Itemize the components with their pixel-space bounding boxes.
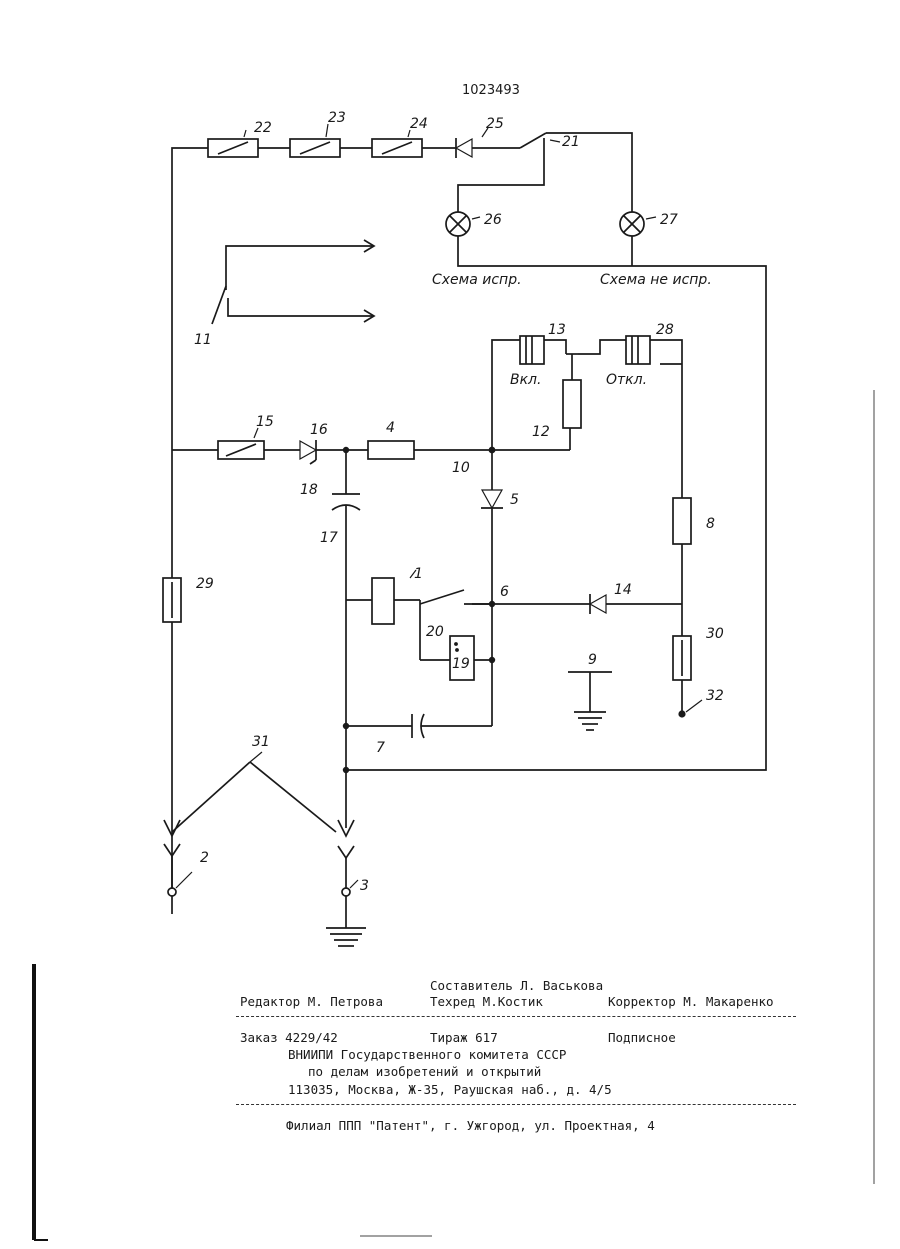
- button-28: [578, 336, 682, 364]
- order-line: Заказ 4229/42: [240, 1030, 338, 1045]
- ref-15: 15: [256, 414, 274, 430]
- footer-divider-2: [236, 1104, 796, 1105]
- ref-28: 28: [656, 322, 674, 338]
- ref-23: 23: [328, 110, 346, 126]
- button-13-caption: Вкл.: [510, 372, 541, 388]
- footer-divider-1: [236, 1016, 796, 1017]
- node-18: [343, 447, 348, 452]
- ground-9: [568, 672, 612, 730]
- lamp-return-wire: [348, 236, 766, 770]
- circulation-line: Тираж 617: [430, 1030, 498, 1045]
- ref-20: 20: [426, 624, 444, 640]
- capacitor-7: [346, 714, 492, 738]
- ref-3: 3: [360, 878, 369, 894]
- org-line-1: ВНИИПИ Государственного комитета СССР: [288, 1047, 566, 1062]
- ref-31: 31: [252, 734, 270, 750]
- ref-9: 9: [588, 652, 597, 668]
- button-28-caption: Откл.: [606, 372, 647, 388]
- ref-5: 5: [510, 492, 519, 508]
- resistor-15: [218, 428, 264, 459]
- diode-16: [300, 440, 316, 464]
- resistor-8: [673, 498, 691, 544]
- page-edge-marks: [34, 390, 874, 1240]
- ref-17: 17: [320, 530, 338, 546]
- compiler-line: Составитель Л. Васькова: [430, 978, 603, 993]
- ref-18: 18: [300, 482, 318, 498]
- branch-line: Филиал ППП "Патент", г. Ужгород, ул. Про…: [286, 1118, 655, 1133]
- resistor-29: [163, 578, 181, 622]
- techred-line: Техред М.Костик: [430, 994, 543, 1009]
- ref-27: 27: [660, 212, 678, 228]
- connector-31: [164, 752, 354, 888]
- subscription-line: Подписное: [608, 1030, 676, 1045]
- button-13: [492, 336, 566, 450]
- ref-29: 29: [196, 576, 214, 592]
- resistor-24: [372, 130, 422, 157]
- ref-32: 32: [706, 688, 724, 704]
- resistor-22: [208, 130, 258, 157]
- resistor-30: [673, 636, 691, 680]
- org-line-2: по делам изобретений и открытий: [308, 1064, 541, 1079]
- ref-14: 14: [614, 582, 632, 598]
- ref-2: 2: [200, 850, 209, 866]
- ref-4: 4: [386, 420, 395, 436]
- org-address: 113035, Москва, Ж-35, Раушская наб., д. …: [288, 1082, 612, 1097]
- terminal-32: [679, 711, 685, 717]
- ref-19: 19: [452, 656, 470, 672]
- ref-22: 22: [254, 120, 272, 136]
- patent-number: 1023493: [462, 83, 520, 98]
- switch-21: [458, 133, 632, 212]
- ref-26: 26: [484, 212, 502, 228]
- corrector-line: Корректор М. Макаренко: [608, 994, 774, 1009]
- ref-21: 21: [562, 134, 580, 150]
- ref-8: 8: [706, 516, 715, 532]
- ref-16: 16: [310, 422, 328, 438]
- ref-6: 6: [500, 584, 509, 600]
- lamp-26-caption: Схема испр.: [432, 272, 522, 288]
- ref-7: 7: [376, 740, 385, 756]
- ref-10: 10: [452, 460, 470, 476]
- ref-30: 30: [706, 626, 724, 642]
- switch-11: [212, 240, 374, 324]
- resistor-23: [290, 124, 340, 157]
- ref-11: 11: [194, 332, 212, 348]
- ref-24: 24: [410, 116, 428, 132]
- relay-1: [346, 570, 420, 624]
- diode-25: [456, 128, 488, 158]
- ref-12: 12: [532, 424, 550, 440]
- lamp-27: [620, 212, 656, 236]
- lamp-27-caption: Схема не испр.: [600, 272, 712, 288]
- editor-line: Редактор М. Петрова: [240, 994, 383, 1009]
- ref-25: 25: [486, 116, 504, 132]
- resistor-4: [368, 441, 414, 459]
- lamp-26: [446, 212, 480, 236]
- resistor-12: [563, 354, 581, 428]
- ref-1: 1: [414, 566, 423, 582]
- ref-13: 13: [548, 322, 566, 338]
